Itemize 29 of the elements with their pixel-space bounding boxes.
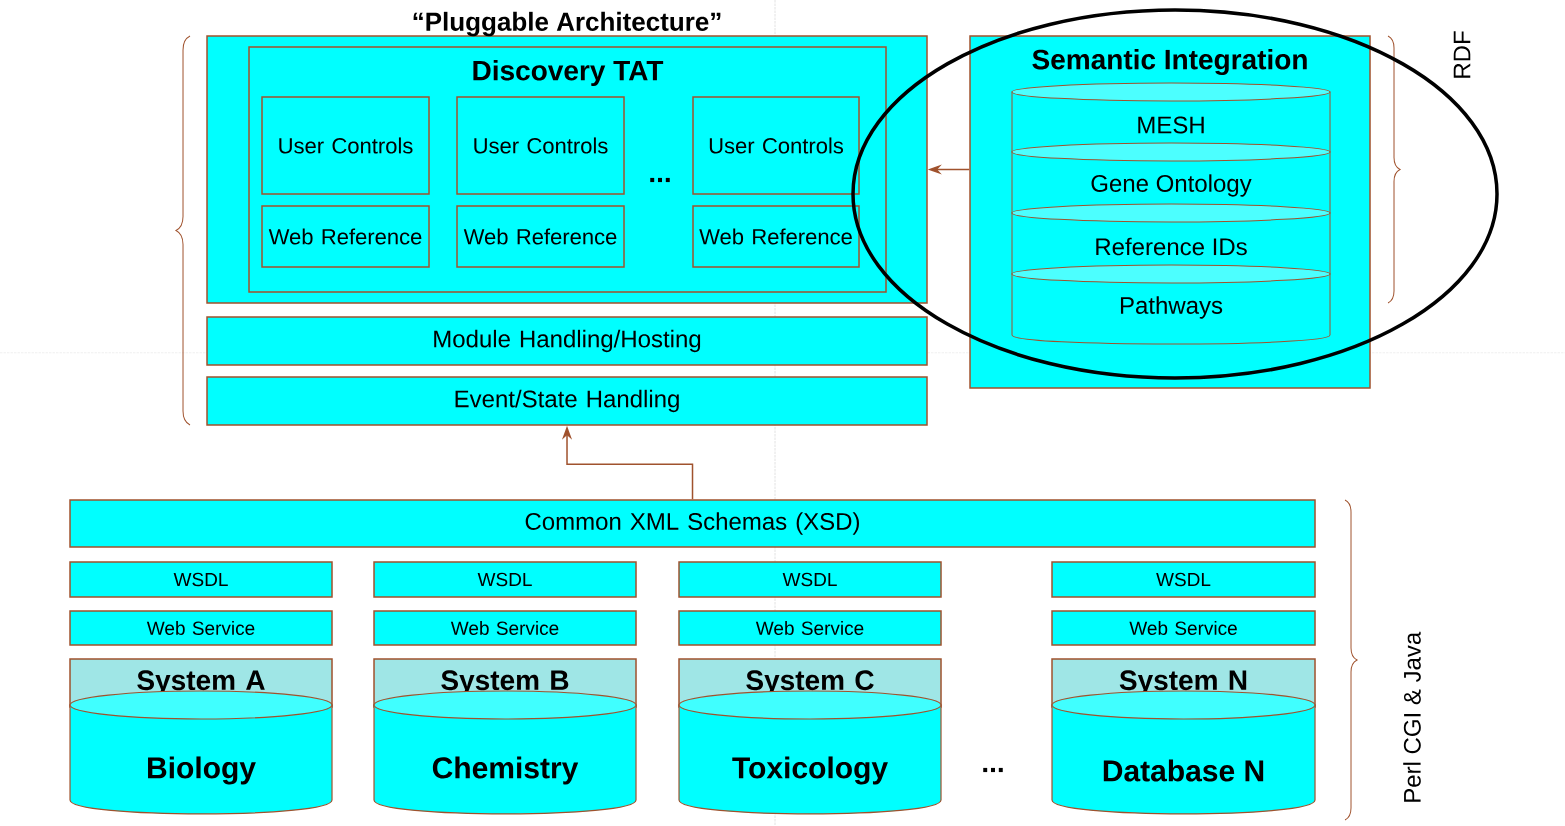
heading: Discovery TAT bbox=[473, 59, 664, 87]
component-box: User Controls bbox=[261, 96, 430, 195]
component-box: Web Reference bbox=[456, 205, 625, 268]
layer-box: WSDL bbox=[373, 561, 637, 598]
layer-box: WSDL bbox=[69, 561, 333, 598]
layer-box: WSDL bbox=[678, 561, 942, 598]
component-box: Web Reference bbox=[692, 205, 860, 268]
database-layer: Pathways bbox=[1011, 264, 1331, 345]
component-box: User Controls bbox=[692, 96, 860, 195]
ellipsis: ... bbox=[650, 177, 670, 183]
component-box: User Controls bbox=[456, 96, 625, 195]
database-cylinder: Chemistry bbox=[373, 690, 637, 815]
database-cylinder: Biology bbox=[69, 690, 333, 815]
layer-bar: Event/State Handling bbox=[206, 376, 928, 426]
side-label: Perl CGI & Java bbox=[1403, 631, 1421, 802]
ellipsis: ... bbox=[983, 767, 1003, 773]
layer-box: Web Service bbox=[373, 610, 637, 646]
layer-box: Web Service bbox=[1051, 610, 1316, 646]
layer-box: Web Service bbox=[69, 610, 333, 646]
layer-bar: Module Handling/Hosting bbox=[206, 316, 928, 366]
heading: Semantic Integration bbox=[1032, 48, 1307, 76]
component-box: Web Reference bbox=[261, 205, 430, 268]
layer-bar: Common XML Schemas (XSD) bbox=[69, 499, 1316, 548]
database-cylinder: Toxicology bbox=[678, 690, 942, 815]
side-label: RDF bbox=[1453, 31, 1471, 78]
layer-box: Web Service bbox=[678, 610, 942, 646]
database-cylinder: Database N bbox=[1051, 690, 1316, 815]
layer-box: WSDL bbox=[1051, 561, 1316, 598]
heading: “Pluggable Architecture” bbox=[413, 11, 721, 37]
